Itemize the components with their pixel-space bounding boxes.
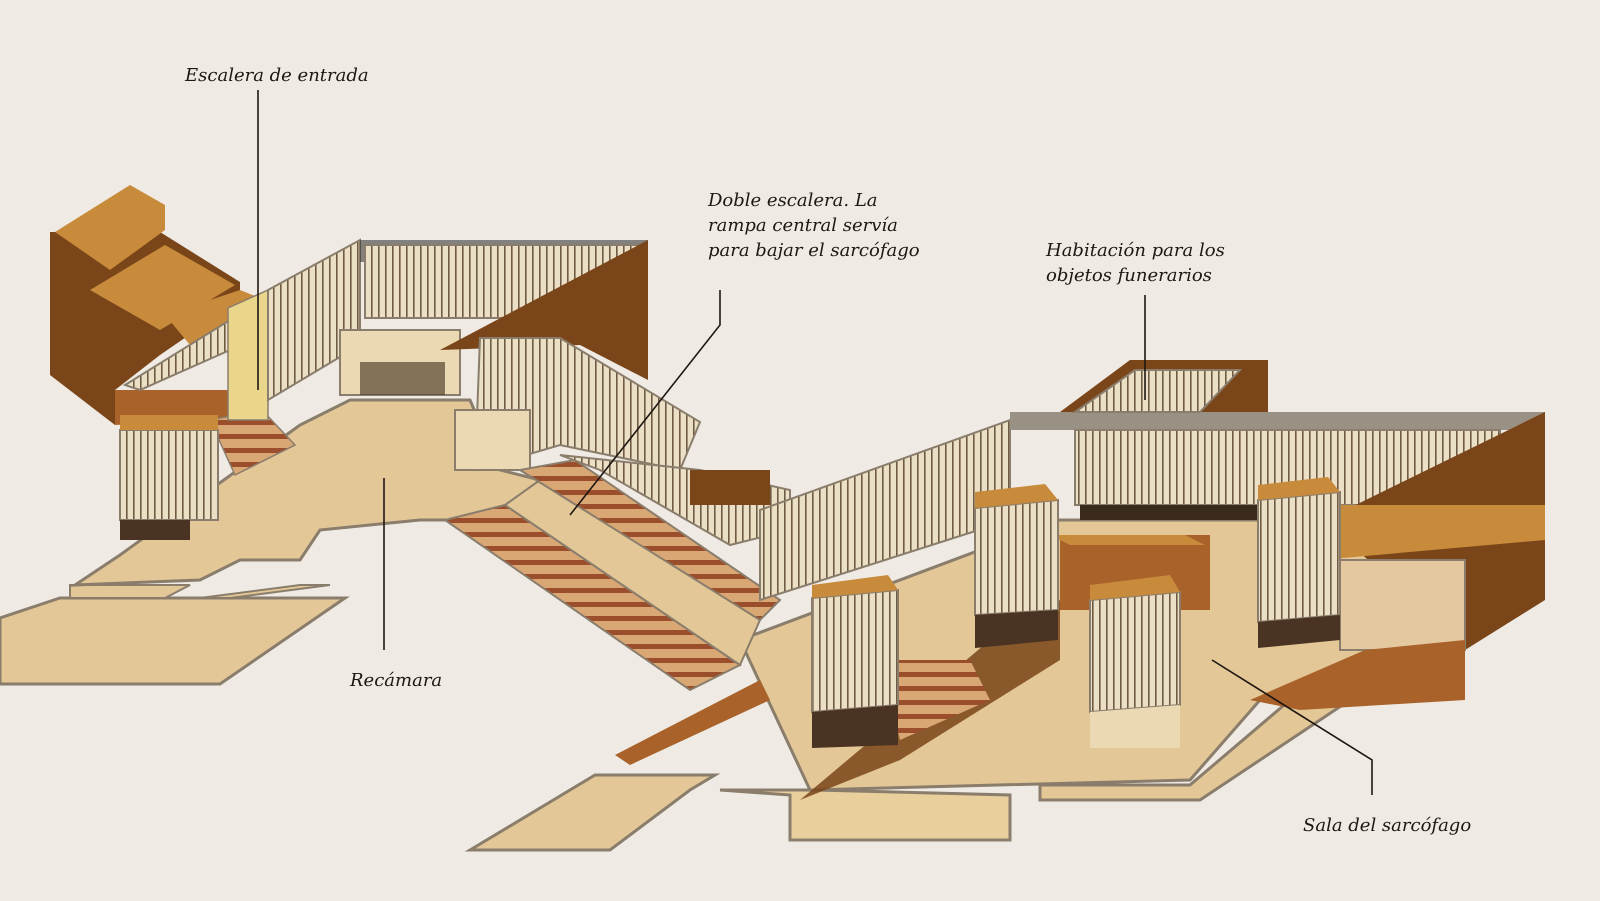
sarcophagus-hall-lower-walls [615,535,1465,800]
treasury-room [1060,360,1268,413]
leader-line-doble-escalera [569,290,721,516]
label-doble-escalera-line-3: para bajar el sarcófago [708,240,920,261]
shrine-center-left [811,575,899,748]
label-doble-escalera-line-2: rampa central servía [708,215,898,236]
label-sala-del-sarcofago: Sala del sarcófago [1303,815,1472,836]
label-habitacion-line-2: objetos funerarios [1046,265,1212,286]
burial-hall-back-wall [759,412,1545,651]
shrine-left [119,415,219,540]
double-staircase [442,454,791,692]
shrine-right [1257,477,1341,648]
shrine-center [974,484,1059,648]
leader-line-sala [1211,659,1373,795]
label-doble-escalera-line-1: Doble escalera. La [708,190,878,211]
label-habitacion-objetos-funerarios: Habitación para los objetos funerarios [1046,238,1225,288]
shrine-center-right [1089,575,1181,748]
antechamber-right-wall [440,240,702,472]
floor-left-fragment [0,584,350,686]
label-habitacion-line-1: Habitación para los [1046,240,1225,261]
label-recamara: Recámara [350,670,443,691]
leader-lines [257,90,1373,795]
label-doble-escalera: Doble escalera. La rampa central servía … [708,188,920,263]
label-escalera-de-entrada: Escalera de entrada [185,65,369,86]
